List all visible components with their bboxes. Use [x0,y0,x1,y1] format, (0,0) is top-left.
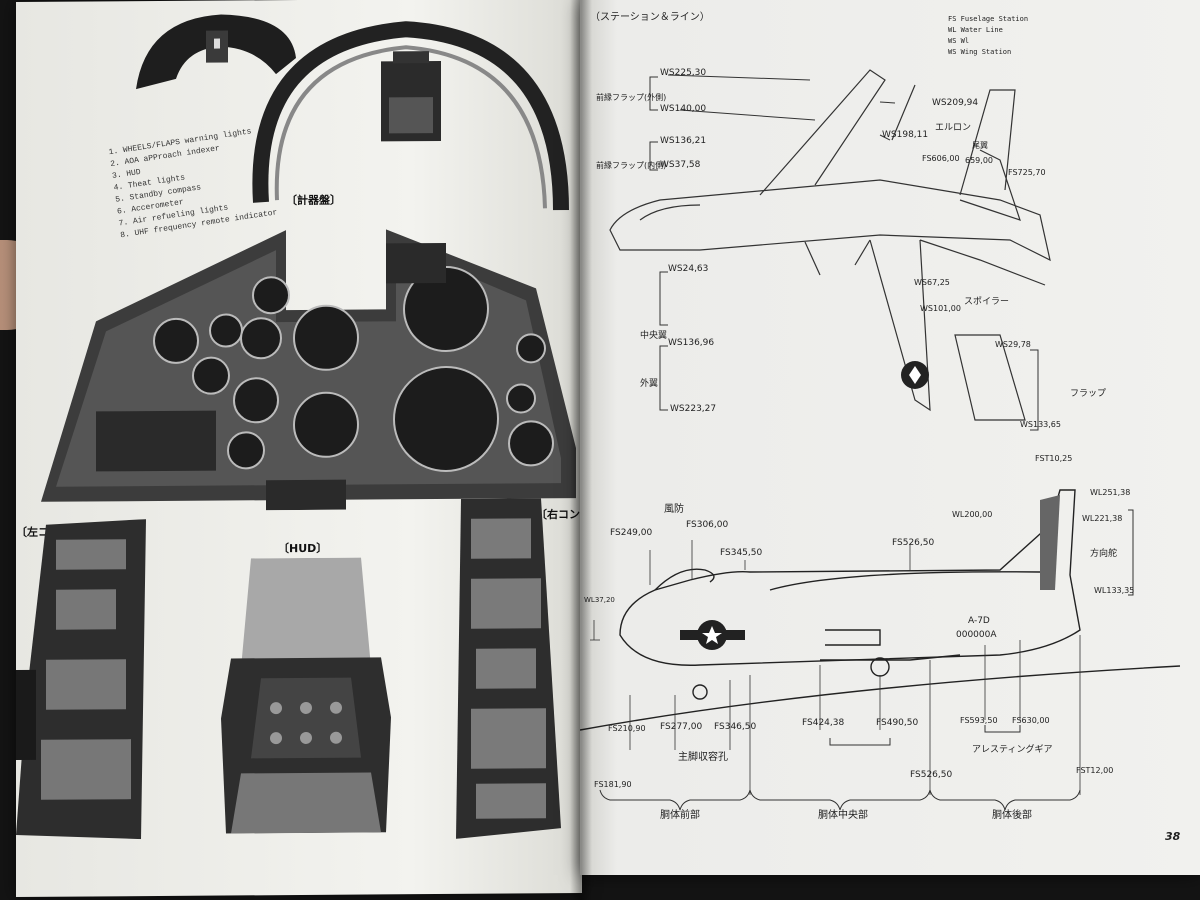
label-fs424: FS424,38 [802,718,845,728]
label-outer-leading-flap: 前縁フラップ(外側) [596,93,667,102]
label-rudder: 方向舵 [1090,549,1118,559]
right-console-photo [456,498,561,839]
label-ws140: WS140,00 [660,104,707,114]
label-windshield: 風防 [664,504,684,515]
top-view-drawing [609,69,1051,431]
label-fs306: FS306,00 [686,520,729,530]
label-ws29: WS29,78 [995,340,1031,349]
label-ws198: WS198,11 [882,130,929,140]
label-outer-wing: 外翼 [640,379,659,389]
key-item: FS Fuselage Station [948,15,1029,23]
label-fs249: FS249,00 [610,528,653,538]
right-page: （ステーション＆ライン） FS Fuselage Station WL Wate… [580,0,1200,875]
label-fs712: FST12,00 [1076,766,1114,775]
label-ws133: WS133,65 [1020,420,1061,429]
label-fs181: FS181,90 [594,780,632,789]
label-fs490: FS490,50 [876,718,919,728]
label-ws136a: WS136,21 [660,136,707,146]
glareshield-photo [136,14,296,90]
station-key: FS Fuselage Station WL Water Line WS Wl … [948,14,1028,58]
book-gutter [570,0,592,900]
label-flap: フラップ [1070,389,1107,399]
label-model: A-7D [968,616,990,626]
key-item: WL Water Line [948,26,1003,34]
label-ws223: WS223,27 [670,404,717,414]
label-ws24: WS24,63 [668,264,709,274]
label-fs346: FS346,50 [714,722,757,732]
label-fs210: FS210,90 [608,724,646,733]
label-ws225: WS225,30 [660,68,707,78]
label-tail: 尾翼 [972,141,988,150]
diagram-header: （ステーション＆ライン） [590,12,710,23]
label-fs526a: FS526,50 [892,538,935,548]
label-spoiler: スポイラー [964,297,1010,307]
label-ws101: WS101,00 [920,304,961,313]
label-aft-fuselage: 胴体後部 [992,810,1032,821]
label-ws37: WS37,58 [660,160,701,170]
label-fs725: FS725,70 [1008,168,1046,177]
label-gear-well: 主脚収容孔 [678,752,728,763]
label-aileron: エルロン [935,123,972,133]
label-ws209: WS209,94 [932,98,979,108]
label-wl37: WL37,20 [584,596,615,604]
label-fs630: FS630,00 [1012,716,1050,725]
label-wl200: WL200,00 [952,510,993,519]
label-center-wing: 中央翼 [640,331,668,341]
label-wl133: WL133,35 [1094,586,1135,595]
left-console-photo [16,519,146,840]
hud-caption: 〔HUD〕 [278,541,328,556]
label-fs593: FS593,50 [960,716,998,725]
key-item: WS Wl [948,37,970,45]
instrument-panel-photo [41,229,576,511]
page-number: 38 [1165,830,1181,843]
label-forward-fuselage: 胴体前部 [660,810,700,821]
label-span659: 659,00 [965,156,993,165]
label-center-fuselage: 胴体中央部 [818,810,868,821]
canopy-frame-photo [252,21,569,211]
label-fs277: FS277,00 [660,722,703,732]
label-fs606: FS606,00 [922,154,960,163]
label-inner-leading-flap: 前縁フラップ(内側) [596,161,667,170]
label-ws136b: WS136,96 [668,338,715,348]
label-fs710: FST10,25 [1035,454,1073,463]
label-serial: 000000A [956,630,997,640]
hud-photo [221,557,391,834]
label-ws67: WS67,25 [914,278,950,287]
panel-caption: 〔計器盤〕 [286,193,341,208]
label-arresting-gear: アレスティングギア [972,745,1053,755]
label-fs526b: FS526,50 [910,770,953,780]
label-wl251: WL251,38 [1090,488,1131,497]
label-wl221: WL221,38 [1082,514,1123,523]
side-view-drawing [580,489,1181,811]
label-fs345a: FS345,50 [720,548,763,558]
key-item: WS Wing Station [948,48,1012,56]
left-page: 1. WHEELS/FLAPS warning lights 2. AOA aP… [16,0,624,897]
